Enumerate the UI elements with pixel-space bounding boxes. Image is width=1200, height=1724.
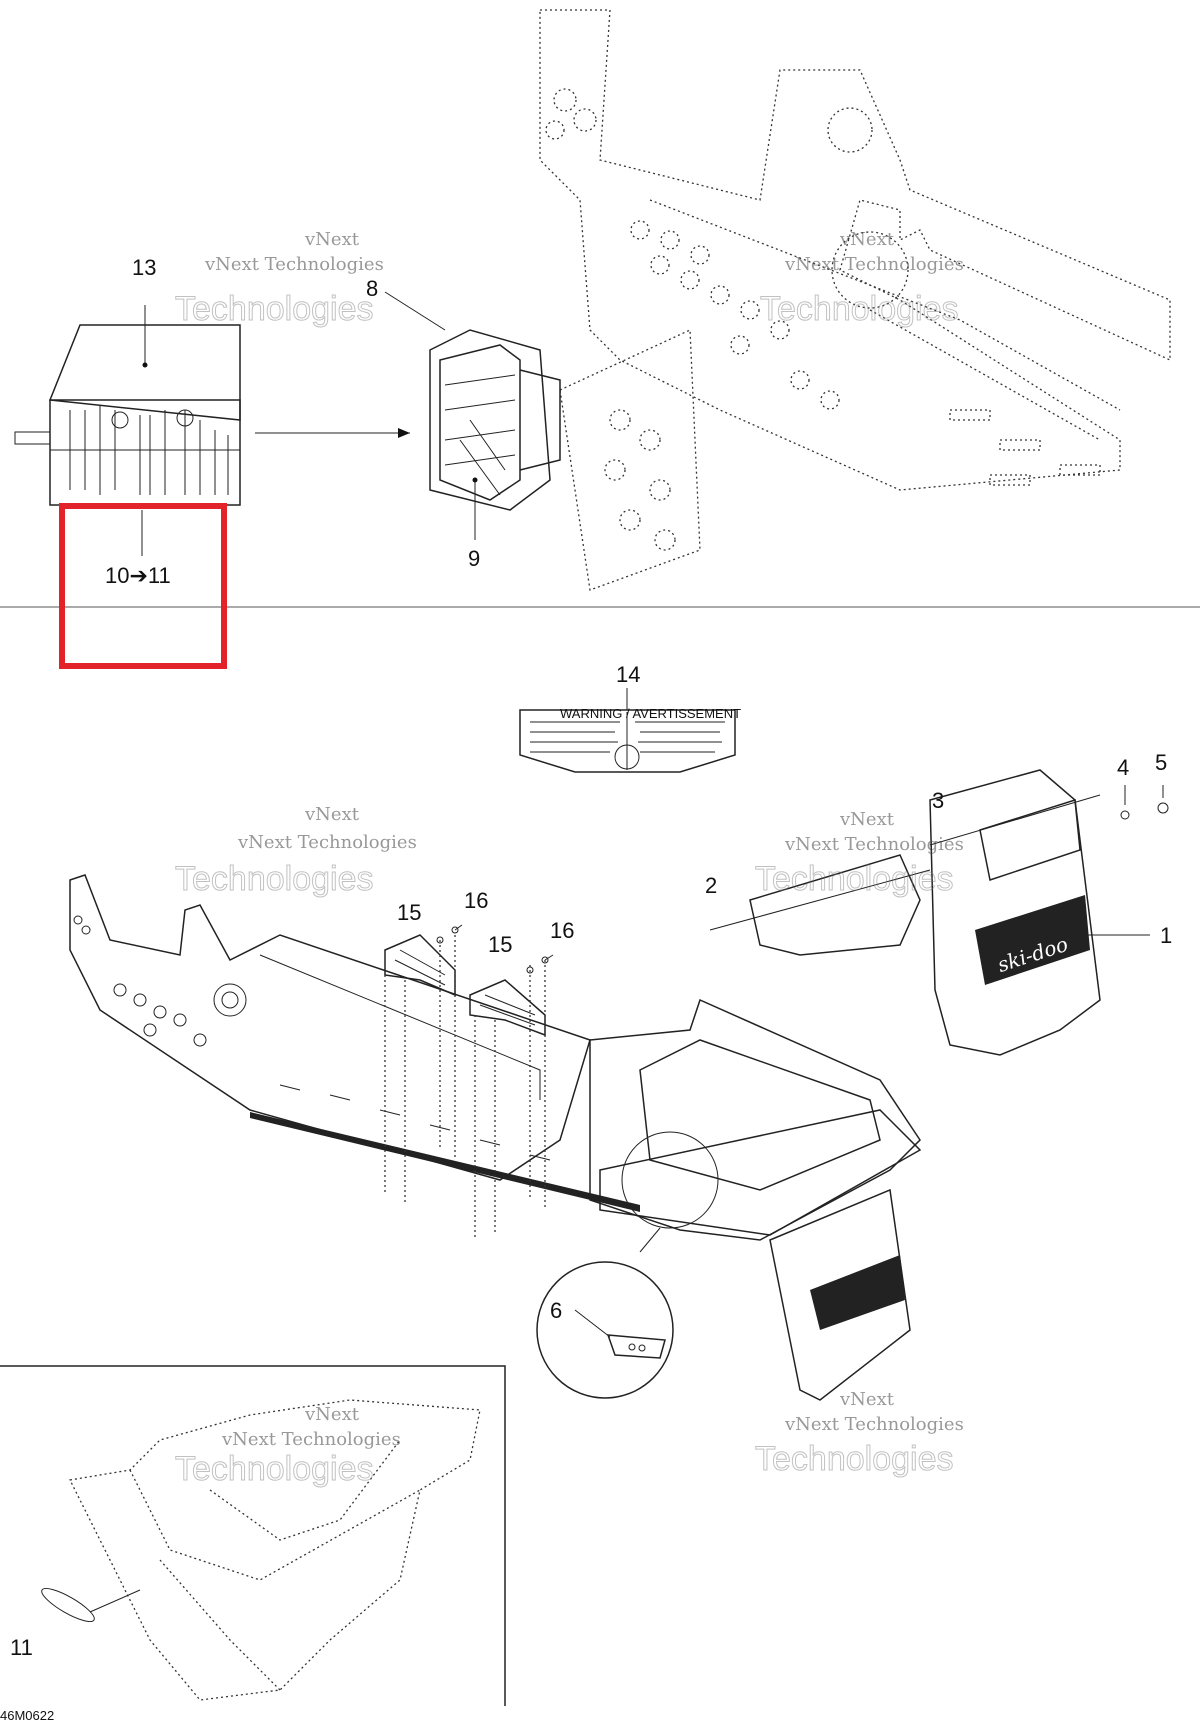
callout-5: 5 (1155, 750, 1167, 775)
highlight-frame-10-11 (59, 503, 227, 669)
svg-text:vNext: vNext (839, 229, 895, 250)
bracket-and-fasteners (384, 924, 554, 1240)
callout-11: 13 (132, 255, 156, 280)
callout-10-11: 10➔11 (105, 563, 171, 588)
callout-8: 8 (366, 276, 378, 301)
callout-16a: 16 (464, 888, 488, 913)
drawing-reference-code: 46M0622 (0, 1708, 54, 1723)
svg-text:Technologies: Technologies (175, 860, 373, 898)
svg-text:Technologies: Technologies (175, 290, 373, 328)
callout-14: 14 (616, 662, 640, 687)
svg-text:vNext Technologies: vNext Technologies (204, 254, 384, 275)
svg-text:vNext Technologies: vNext Technologies (784, 1414, 964, 1435)
callout-13: 11 (10, 1635, 33, 1660)
warning-decal: WARNING / AVERTISSEMENT (519, 688, 741, 773)
air-silencer-box (384, 291, 561, 540)
callout-labels: 13 8 9 10➔11 14 4 5 3 2 1 15 16 15 16 6 … (0, 255, 1172, 1723)
svg-text:vNext: vNext (304, 1404, 360, 1425)
callout-1: 1 (1160, 923, 1172, 948)
callout-6: 6 (550, 1298, 562, 1323)
svg-text:vNext Technologies: vNext Technologies (221, 1429, 401, 1450)
svg-text:Technologies: Technologies (760, 290, 958, 328)
svg-text:vNext: vNext (304, 804, 360, 825)
svg-text:Technologies: Technologies (755, 1440, 953, 1478)
tunnel-assembly (69, 874, 922, 1401)
svg-text:vNext Technologies: vNext Technologies (784, 834, 964, 855)
svg-text:vNext Technologies: vNext Technologies (784, 254, 964, 275)
callout-9: 9 (468, 546, 480, 571)
svg-text:Technologies: Technologies (175, 1450, 373, 1488)
upper-frame-assembly (539, 9, 1171, 591)
wrench-icon (69, 405, 229, 495)
svg-text:vNext: vNext (839, 1389, 895, 1410)
callout-16b: 16 (550, 918, 574, 943)
svg-text:Technologies: Technologies (755, 860, 953, 898)
detail-inset-6 (536, 1227, 674, 1399)
svg-text:vNext Technologies: vNext Technologies (237, 832, 417, 853)
watermark: vNext vNext Technologies Technologies vN… (175, 229, 964, 1489)
svg-text:vNext: vNext (839, 809, 895, 830)
tool-kit-box (14, 305, 410, 506)
callout-3: 3 (932, 788, 944, 813)
callout-4: 4 (1117, 755, 1129, 780)
svg-text:vNext: vNext (304, 229, 360, 250)
callout-15b: 15 (488, 932, 512, 957)
callout-15a: 15 (397, 900, 421, 925)
decal-text: WARNING / AVERTISSEMENT (560, 706, 741, 721)
inset-frame-13 (0, 1365, 506, 1706)
callout-2: 2 (705, 873, 717, 898)
